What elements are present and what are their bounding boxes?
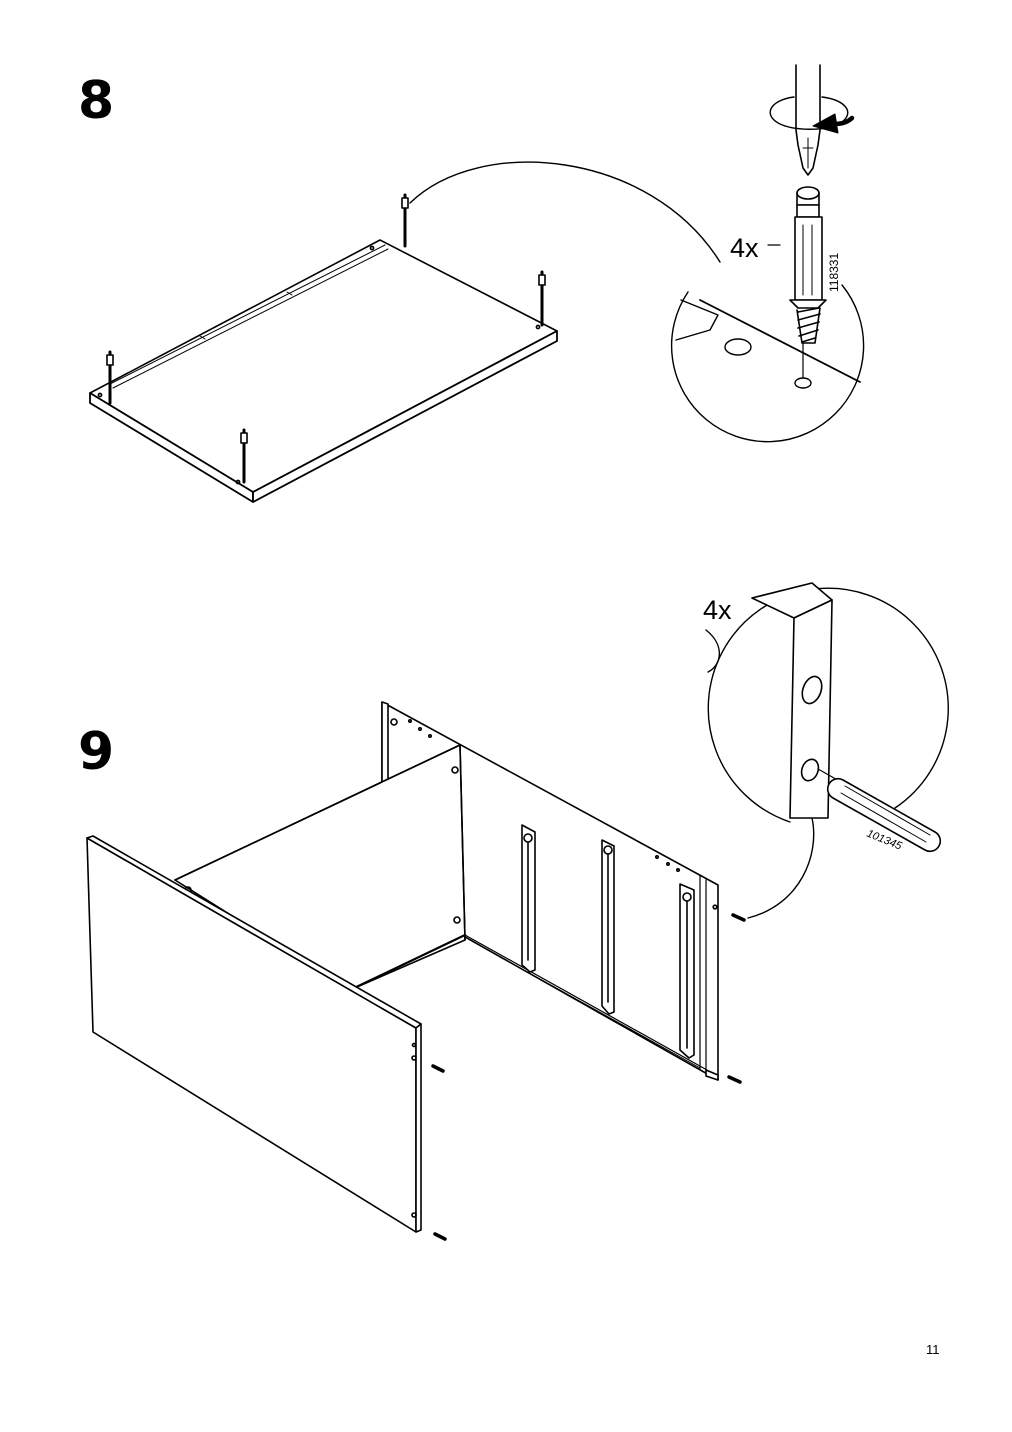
step-8-part-number: 118331 — [827, 253, 841, 292]
wooden-dowel-icon — [431, 1064, 445, 1073]
step-8-quantity-label: 4x — [730, 233, 759, 263]
cam-bolt-icon — [240, 428, 248, 484]
cam-bolt-icon — [401, 193, 409, 248]
step-number-8: 8 — [78, 71, 115, 131]
cam-bolt-icon — [106, 350, 114, 405]
wooden-dowel-icon — [826, 777, 942, 853]
step-9-quantity-label: 4x — [703, 595, 732, 625]
wooden-dowel-icon — [731, 913, 746, 922]
page-number: 11 — [926, 1342, 940, 1357]
drawer-rail — [601, 839, 615, 1015]
screwdriver-icon — [795, 64, 821, 176]
rotate-clockwise-icon — [769, 96, 855, 134]
drawer-rail — [679, 883, 695, 1059]
cam-bolt-icon — [538, 270, 546, 327]
cam-lock-bolt-icon — [789, 186, 827, 344]
wooden-dowel-icon — [727, 1075, 742, 1084]
drawer-rail — [521, 824, 536, 973]
step-8-panel — [89, 64, 865, 503]
wooden-dowel-icon — [433, 1232, 447, 1241]
step-9-panel — [86, 582, 949, 1241]
step-number-9: 9 — [78, 722, 115, 782]
